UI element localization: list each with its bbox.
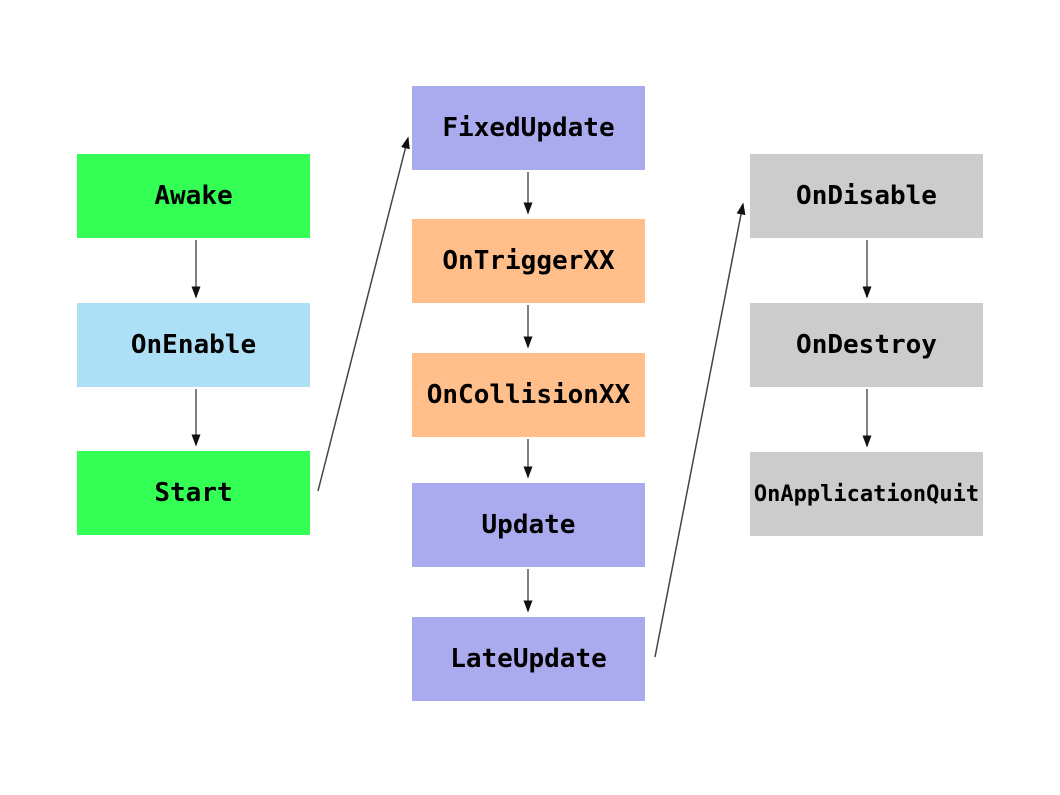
node-onapplicationquit: OnApplicationQuit [750,452,983,536]
node-ondestroy: OnDestroy [750,303,983,387]
node-start: Start [77,451,310,535]
node-lateupdate: LateUpdate [412,617,645,701]
node-fixedupdate: FixedUpdate [412,86,645,170]
arrow-start-to-fixedupdate [317,136,410,492]
node-oncollisionxx: OnCollisionXX [412,353,645,437]
node-update: Update [412,483,645,567]
node-ontriggerxx: OnTriggerXX [412,219,645,303]
node-ondisable: OnDisable [750,154,983,238]
arrow-lateupdate-to-ondisable [654,202,746,658]
node-onenable: OnEnable [77,303,310,387]
node-awake: Awake [77,154,310,238]
